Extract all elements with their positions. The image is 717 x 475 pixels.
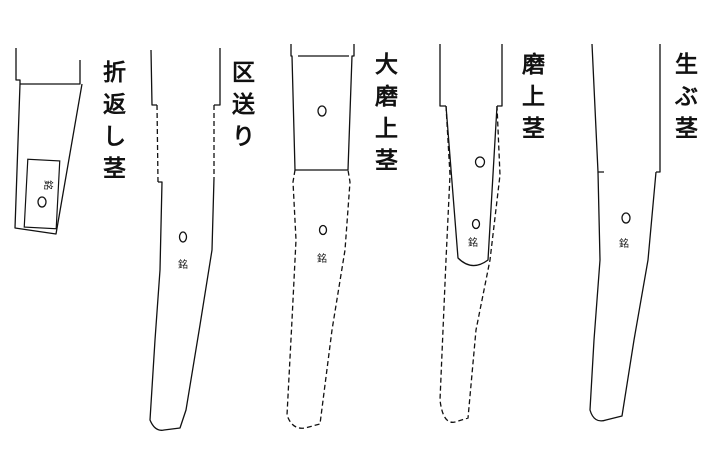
osuriage-label-1: 大 bbox=[375, 52, 398, 78]
orikaeshi-signature: 銘 bbox=[42, 180, 55, 190]
osuriage-label-4: 茎 bbox=[375, 148, 398, 174]
suriage-lower-mekugi-hole bbox=[471, 218, 481, 230]
suriage-original-tang bbox=[439, 105, 501, 423]
machiokuri-label-2: 送 bbox=[232, 91, 255, 118]
orikaeshi-label-2: 返 bbox=[103, 92, 126, 118]
machiokuri-mekugi-hole bbox=[178, 231, 188, 243]
osuriage-nakago: 銘 大 磨 上 茎 bbox=[286, 44, 398, 429]
suriage-label-2: 上 bbox=[522, 84, 545, 110]
orikaeshi-folded-plate bbox=[23, 158, 61, 230]
machiokuri-signature: 銘 bbox=[178, 258, 188, 271]
machiokuri-blade-back bbox=[150, 49, 157, 106]
suriage-blade-stub bbox=[439, 44, 503, 107]
machiokuri-nakago: 銘 区 送 り bbox=[149, 48, 255, 431]
suriage-current-tang bbox=[445, 105, 498, 267]
suriage-upper-mekugi-hole bbox=[474, 156, 486, 168]
osuriage-label-2: 磨 bbox=[375, 84, 398, 110]
suriage-label-3: 茎 bbox=[522, 116, 545, 142]
suriage-signature: 銘 bbox=[468, 236, 478, 249]
ubu-mekugi-hole bbox=[621, 212, 631, 224]
machiokuri-original-machi bbox=[156, 104, 215, 183]
orikaeshi-blade-stub bbox=[15, 48, 81, 85]
suriage-label-1: 磨 bbox=[522, 52, 545, 78]
ubu-label-3: 茎 bbox=[675, 116, 698, 142]
ubu-label-1: 生 bbox=[675, 52, 698, 78]
ubu-tang-outline bbox=[589, 171, 657, 422]
osuriage-current-tang bbox=[290, 44, 355, 171]
osuriage-upper-mekugi-hole bbox=[317, 105, 327, 117]
osuriage-lower-mekugi-hole bbox=[318, 224, 328, 236]
orikaeshi-tang-outline bbox=[14, 83, 83, 235]
machiokuri-label-1: 区 bbox=[232, 60, 255, 86]
orikaeshi-nakago: 銘 折 返 し 茎 bbox=[14, 48, 126, 235]
orikaeshi-label-3: し bbox=[103, 124, 126, 150]
osuriage-label-3: 上 bbox=[375, 116, 398, 142]
machiokuri-label-3: り bbox=[232, 124, 255, 150]
ubu-signature: 銘 bbox=[619, 237, 629, 250]
orikaeshi-mekugi-hole bbox=[37, 196, 47, 208]
ubu-nakago: 銘 生 ぶ 茎 bbox=[589, 43, 698, 422]
osuriage-original-tang bbox=[286, 169, 351, 429]
orikaeshi-label-1: 折 bbox=[103, 60, 126, 86]
ubu-label-2: ぶ bbox=[674, 84, 698, 110]
osuriage-signature: 銘 bbox=[317, 252, 327, 265]
machiokuri-tang-outline bbox=[149, 177, 215, 431]
ubu-blade-stub bbox=[591, 43, 661, 173]
suriage-nakago: 銘 磨 上 茎 bbox=[439, 44, 545, 423]
machiokuri-blade-edge bbox=[214, 48, 221, 106]
orikaeshi-label-4: 茎 bbox=[103, 156, 126, 182]
